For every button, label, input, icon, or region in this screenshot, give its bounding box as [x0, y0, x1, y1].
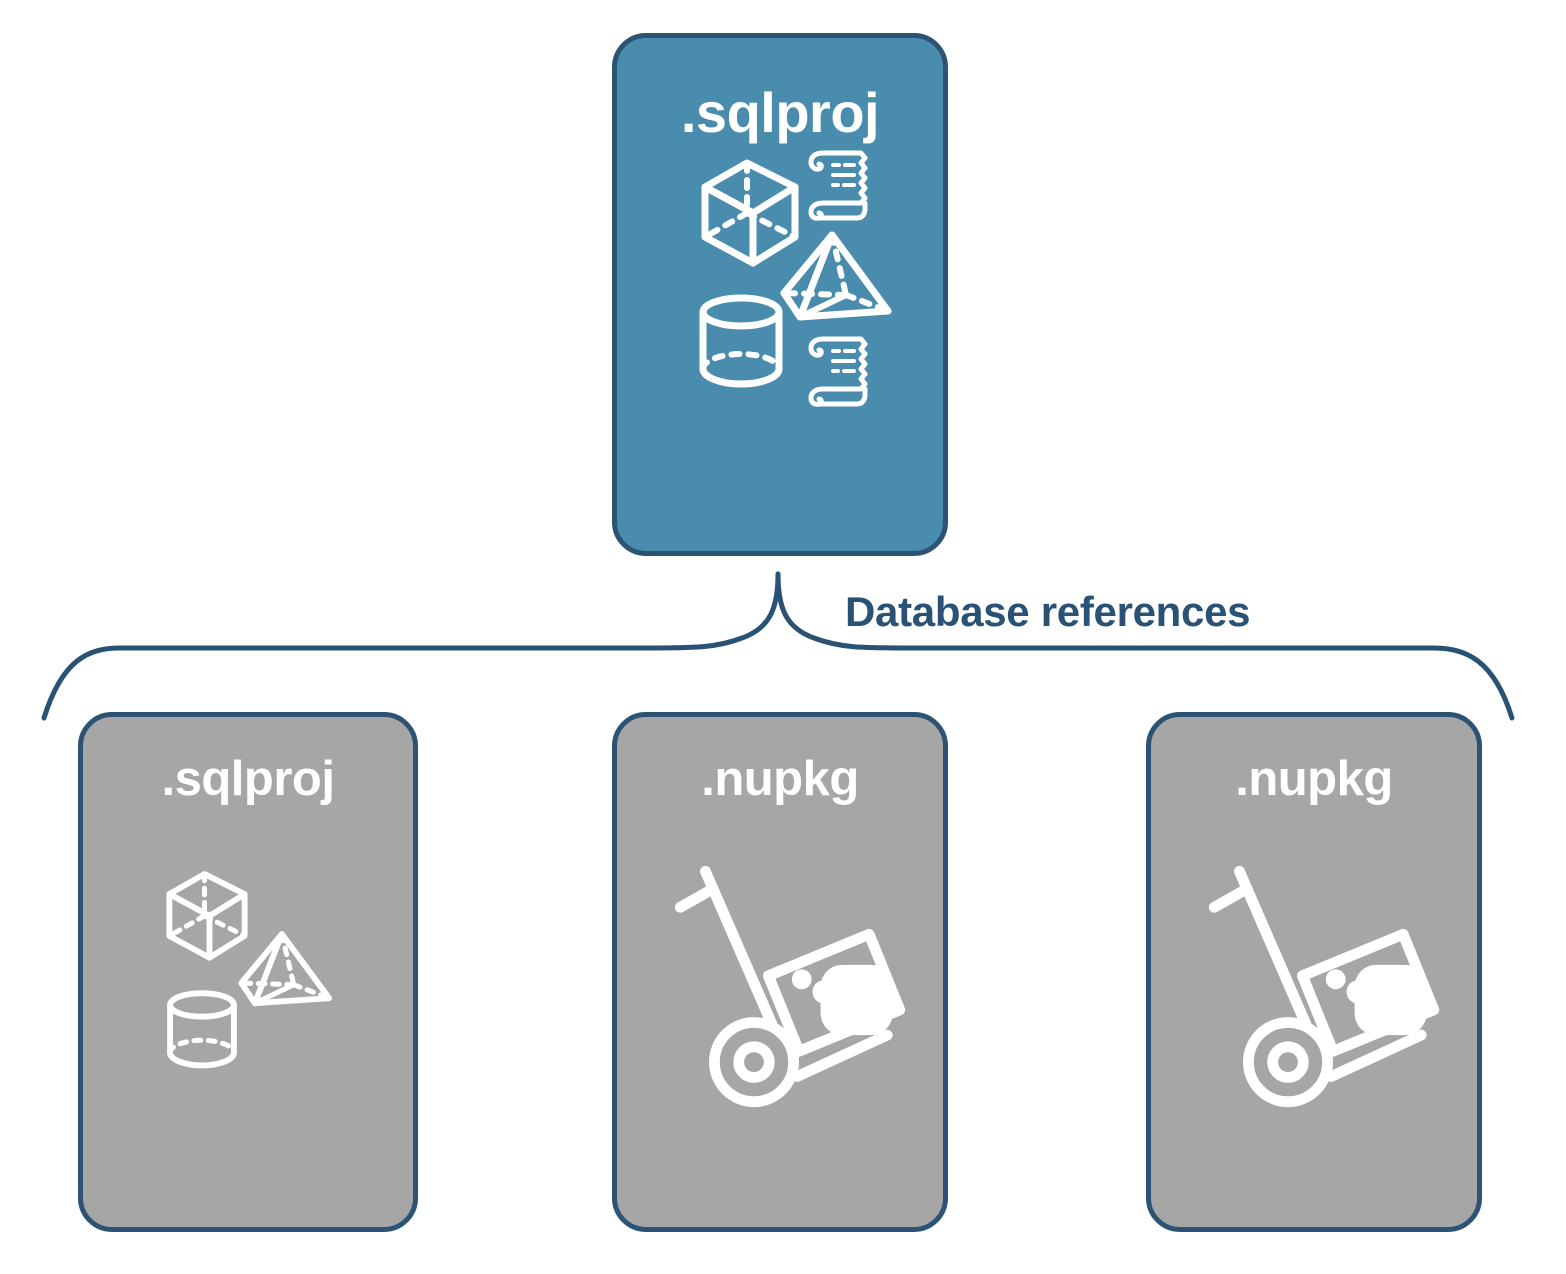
node-reference-icon-cluster [617, 807, 943, 1227]
node-reference-nupkg-2[interactable]: .nupkg [1146, 712, 1482, 1232]
hand-truck-package-icon [674, 865, 906, 1108]
scroll-icon [808, 336, 868, 407]
database-references-label: Database references [845, 588, 1251, 635]
node-root-icon-cluster [617, 145, 943, 551]
pyramid-wireframe-icon [780, 231, 892, 321]
pyramid-wireframe-icon [238, 931, 333, 1007]
scroll-icon [808, 150, 868, 221]
node-reference-label: .nupkg [1235, 752, 1393, 806]
node-root-sqlproj[interactable]: .sqlproj [612, 33, 948, 556]
node-reference-nupkg-1[interactable]: .nupkg [612, 712, 948, 1232]
node-reference-sqlproj[interactable]: .sqlproj [78, 712, 418, 1232]
cylinder-wireframe-icon [167, 990, 237, 1069]
node-reference-label: .nupkg [701, 752, 859, 806]
cube-wireframe-icon [701, 159, 799, 267]
cylinder-wireframe-icon [699, 294, 783, 388]
cube-wireframe-icon [166, 871, 248, 961]
node-reference-icon-cluster [1151, 807, 1477, 1227]
node-reference-label: .sqlproj [161, 752, 335, 806]
node-root-label: .sqlproj [680, 81, 880, 144]
database-references-brace [41, 571, 1515, 721]
hand-truck-package-icon [1208, 865, 1440, 1108]
node-reference-icon-cluster [83, 807, 413, 1227]
